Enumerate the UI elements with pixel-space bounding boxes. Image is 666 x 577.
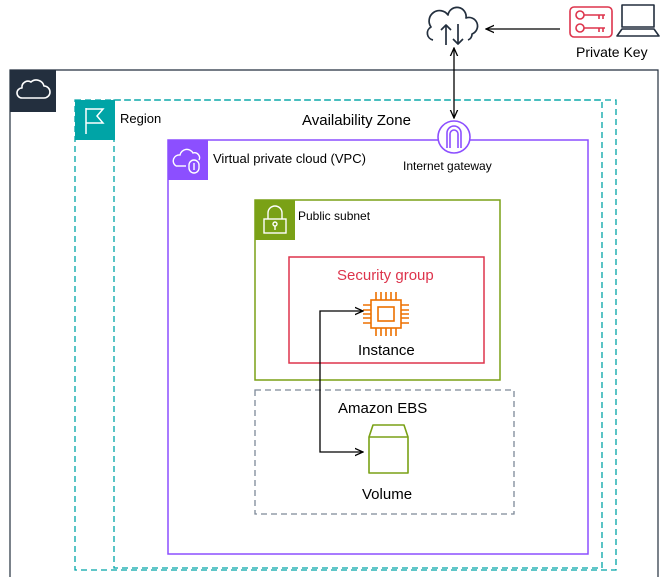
aws-cloud-group: [9, 69, 659, 577]
security-group-box: [288, 256, 485, 364]
vpc-label: Virtual private cloud (VPC): [213, 151, 366, 166]
availability-zone-group: [113, 99, 603, 569]
ec2-chip-icon: [363, 292, 409, 336]
region-label: Region: [120, 111, 162, 126]
lock-icon: [263, 205, 287, 234]
vpc-badge: [168, 140, 208, 180]
region-flag-icon: [85, 108, 105, 134]
availability-zone-label: Availability Zone: [302, 112, 411, 129]
public-subnet-group: [254, 199, 501, 381]
public-subnet-label: Public subnet: [298, 209, 371, 223]
vpc-icon: [172, 148, 201, 174]
aws-cloud-icon: [16, 79, 51, 99]
internet-gateway-label: Internet gateway: [403, 159, 492, 173]
amazon-ebs-label: Amazon EBS: [338, 400, 428, 417]
amazon-ebs-group: [254, 389, 515, 515]
security-group-label: Security group: [337, 267, 434, 284]
private-key-label: Private Key: [576, 44, 648, 60]
region-badge: [75, 100, 115, 140]
volume-to-instance-connector: [319, 311, 363, 452]
region-group: [74, 99, 617, 571]
key-icon: [569, 6, 613, 38]
vpc-group: [167, 139, 589, 555]
instance-label: Instance: [358, 342, 415, 359]
internet-gateway-icon: [437, 120, 471, 154]
volume-label: Volume: [362, 486, 413, 503]
internet-cloud-icon: [426, 6, 479, 45]
laptop-icon: [616, 4, 660, 37]
ebs-volume-icon: [368, 424, 409, 474]
